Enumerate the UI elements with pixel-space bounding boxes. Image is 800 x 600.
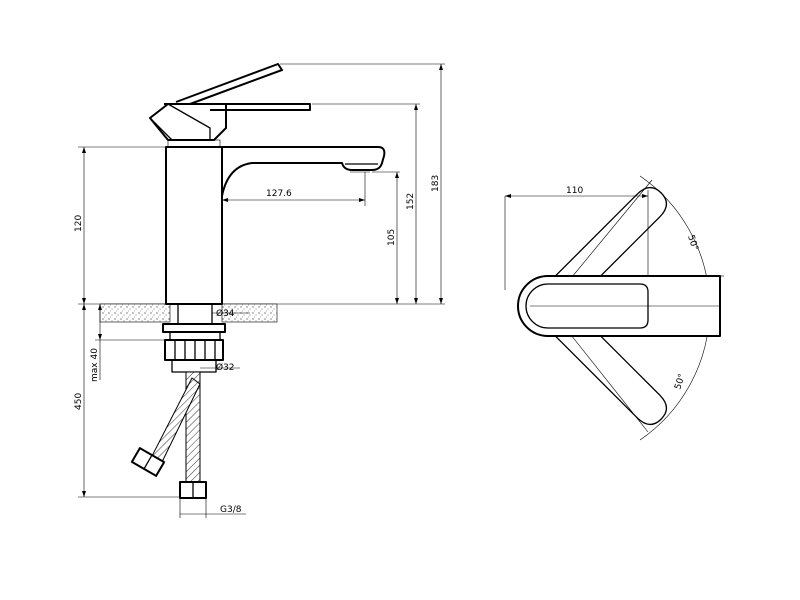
lever-rotated-down (536, 294, 668, 426)
hose-nut-angled (130, 447, 166, 477)
faucet-body (165, 146, 223, 305)
thread-diameter-label: Ø34 (216, 308, 235, 319)
dimension-hose-connector: G3/8 (179, 498, 246, 518)
dimension-plan-width: 110 (504, 186, 649, 290)
plan-width-label: 110 (566, 186, 583, 196)
countertop-left (99, 303, 171, 323)
spout-height-label: 105 (387, 229, 397, 246)
total-height-label: 183 (431, 175, 441, 192)
mounting-nut-lower (171, 359, 217, 373)
dimension-hose-length: 450 (74, 304, 86, 497)
dimension-max-deck: max 40 (90, 304, 102, 382)
dimension-nut-diameter: Ø32 (200, 362, 240, 373)
mounting-nut (164, 339, 224, 361)
plan-view: 110 50° 50° (504, 175, 724, 441)
hose-connector-label: G3/8 (220, 505, 242, 515)
max-deck-label: max 40 (90, 348, 100, 382)
dimension-spout-height: 105 (387, 172, 399, 304)
side-view: 127.6 105 152 183 120 450 (74, 63, 445, 518)
lever-handle (164, 103, 311, 111)
mounting-washer (162, 323, 226, 333)
mounting-stud (177, 303, 213, 325)
angle-down-label: 50° (673, 373, 687, 391)
mounting-plate (169, 331, 221, 341)
lever-handle-raised (175, 63, 283, 105)
hose-length-label: 450 (74, 393, 84, 410)
dimension-handle-height: 152 (406, 104, 418, 304)
body-height-label: 120 (74, 215, 84, 232)
lever-rotated-up (536, 186, 668, 318)
handle-height-label: 152 (406, 193, 416, 210)
body-cap (167, 139, 221, 148)
nut-diameter-label: Ø32 (216, 362, 235, 373)
dimension-total-height: 183 (431, 64, 443, 304)
dimension-spout-reach: 127.6 (222, 172, 366, 206)
spout (166, 146, 386, 304)
dimension-thread-diameter: Ø34 (212, 308, 250, 319)
angle-up-label: 50° (685, 234, 699, 252)
spout-reach-label: 127.6 (266, 189, 292, 199)
extension-lines (78, 63, 445, 498)
dimension-body-height: 120 (74, 147, 86, 304)
